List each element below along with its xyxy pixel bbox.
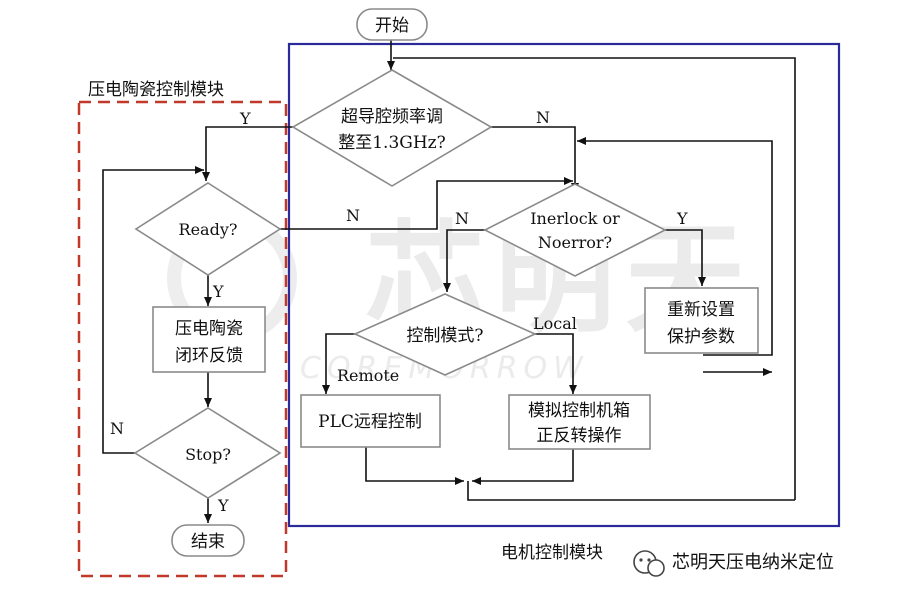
tune-frequency-line2: 整至1.3GHz?	[338, 133, 446, 153]
manual-chassis-line2: 正反转操作	[537, 426, 622, 446]
manual-chassis-line1: 模拟控制机箱	[528, 401, 630, 421]
plc-remote-label: PLC远程控制	[318, 412, 422, 432]
manual-chassis-box: 模拟控制机箱 正反转操作	[508, 394, 651, 450]
edge-label-interlock-n: N	[455, 209, 469, 228]
plc-remote-box: PLC远程控制	[300, 394, 441, 448]
end-label: 结束	[191, 532, 225, 552]
edge-label-stop-y: Y	[217, 496, 229, 515]
interlock-line2: Noerror?	[538, 233, 612, 252]
interlock-decision: Inerlock or Noerror?	[483, 183, 667, 277]
stop-label: Stop?	[185, 445, 231, 464]
ready-label: Ready?	[179, 220, 238, 239]
reset-protection-line1: 重新设置	[667, 300, 735, 320]
start-label: 开始	[375, 16, 409, 36]
control-mode-decision: 控制模式?	[353, 293, 537, 376]
piezo-closed-loop-line1: 压电陶瓷	[175, 319, 243, 339]
control-mode-label: 控制模式?	[406, 326, 483, 346]
edge-label-remote: Remote	[337, 366, 399, 385]
piezo-module-border	[77, 100, 288, 578]
motor-module-border	[287, 42, 841, 528]
edge-label-local: Local	[533, 314, 577, 333]
end-node: 结束	[171, 524, 245, 557]
account-tag: 芯明天压电纳米定位	[633, 550, 834, 577]
tune-frequency-line1: 超导腔频率调	[341, 107, 443, 127]
ready-decision: Ready?	[134, 182, 282, 276]
edge-label-tune-n: N	[536, 108, 550, 127]
interlock-line1: Inerlock or	[530, 209, 620, 228]
edge-label-tune-y: Y	[239, 109, 251, 128]
start-node: 开始	[356, 8, 428, 41]
piezo-module-label: 压电陶瓷控制模块	[88, 80, 224, 100]
connectors	[102, 40, 796, 523]
edge-label-stop-n: N	[110, 419, 124, 438]
reset-protection-box: 重新设置 保护参数	[644, 287, 759, 354]
piezo-closed-loop-box: 压电陶瓷 闭环反馈	[152, 306, 266, 373]
reset-protection-line2: 保护参数	[667, 327, 735, 347]
motor-module-label: 电机控制模块	[501, 543, 603, 563]
tune-frequency-decision: 超导腔频率调 整至1.3GHz?	[291, 69, 493, 187]
edge-label-ready-y: Y	[212, 282, 224, 301]
piezo-closed-loop-line2: 闭环反馈	[175, 346, 243, 366]
account-name: 芯明天压电纳米定位	[672, 552, 834, 573]
stop-decision: Stop?	[133, 407, 282, 499]
wechat-icon	[633, 550, 665, 577]
edge-label-interlock-y: Y	[676, 209, 688, 228]
edge-label-ready-n: N	[346, 206, 360, 225]
